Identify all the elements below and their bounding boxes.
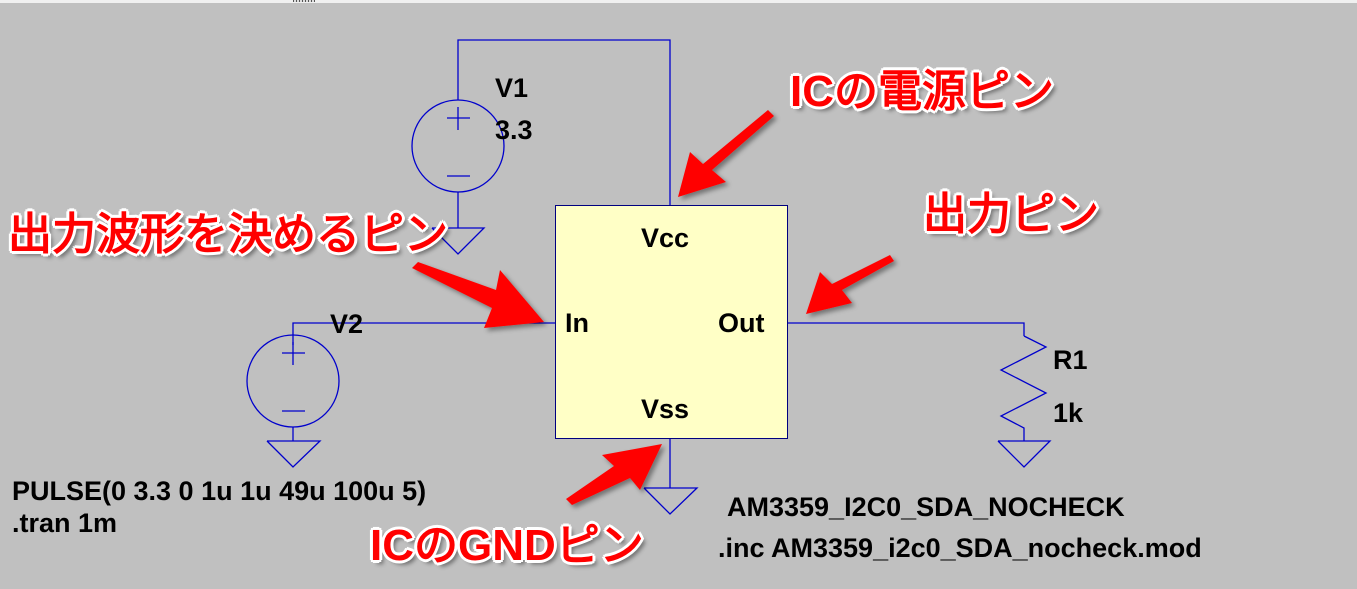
callout-power-pin: ICの電源ピン: [790, 67, 1054, 116]
callout-input-pin: 出力波形を決めるピン: [8, 210, 448, 259]
ic-pin-in-label: In: [565, 308, 589, 338]
tran-directive[interactable]: .tran 1m: [12, 508, 118, 538]
v2-name-label[interactable]: V2: [330, 309, 364, 339]
v2-value-label[interactable]: PULSE(0 3.3 0 1u 1u 49u 100u 5): [12, 476, 427, 506]
ic-model-label[interactable]: AM3359_I2C0_SDA_NOCHECK: [727, 492, 1125, 522]
callout-output-pin: 出力ピン: [923, 190, 1099, 239]
v1-ground-symbol: [431, 227, 486, 255]
ic-pin-vss-label: Vss: [641, 394, 690, 424]
callout-gnd-pin: ICのGNDピン: [370, 521, 644, 570]
wire-v1-vcc[interactable]: [457, 39, 671, 205]
ic-pin-vcc-label: Vcc: [641, 223, 690, 253]
arrow-input-pin: [412, 262, 544, 328]
ic-pin-out-label: Out: [718, 308, 765, 338]
wire-out-r1[interactable]: [788, 322, 1025, 336]
v2-ground-symbol: [266, 440, 322, 468]
inc-directive[interactable]: .inc AM3359_i2c0_SDA_nocheck.mod: [718, 533, 1202, 563]
r1-value-label[interactable]: 1k: [1053, 398, 1084, 428]
r1-resistor-symbol[interactable]: [999, 335, 1048, 441]
ic-ground-symbol: [643, 487, 699, 515]
r1-ground-symbol: [997, 440, 1052, 468]
window-top-edge: [0, 0, 1357, 3]
arrow-output-pin: [806, 255, 894, 314]
arrow-power-pin: [678, 110, 774, 197]
wire-v2-in[interactable]: [292, 322, 555, 345]
r1-name-label[interactable]: R1: [1053, 345, 1088, 375]
v1-value-label[interactable]: 3.3: [495, 115, 533, 145]
toolbar-remnant: [293, 0, 315, 2]
v1-name-label[interactable]: V1: [495, 73, 529, 103]
arrow-gnd-pin: [566, 444, 662, 505]
ic-symbol[interactable]: [555, 205, 788, 439]
